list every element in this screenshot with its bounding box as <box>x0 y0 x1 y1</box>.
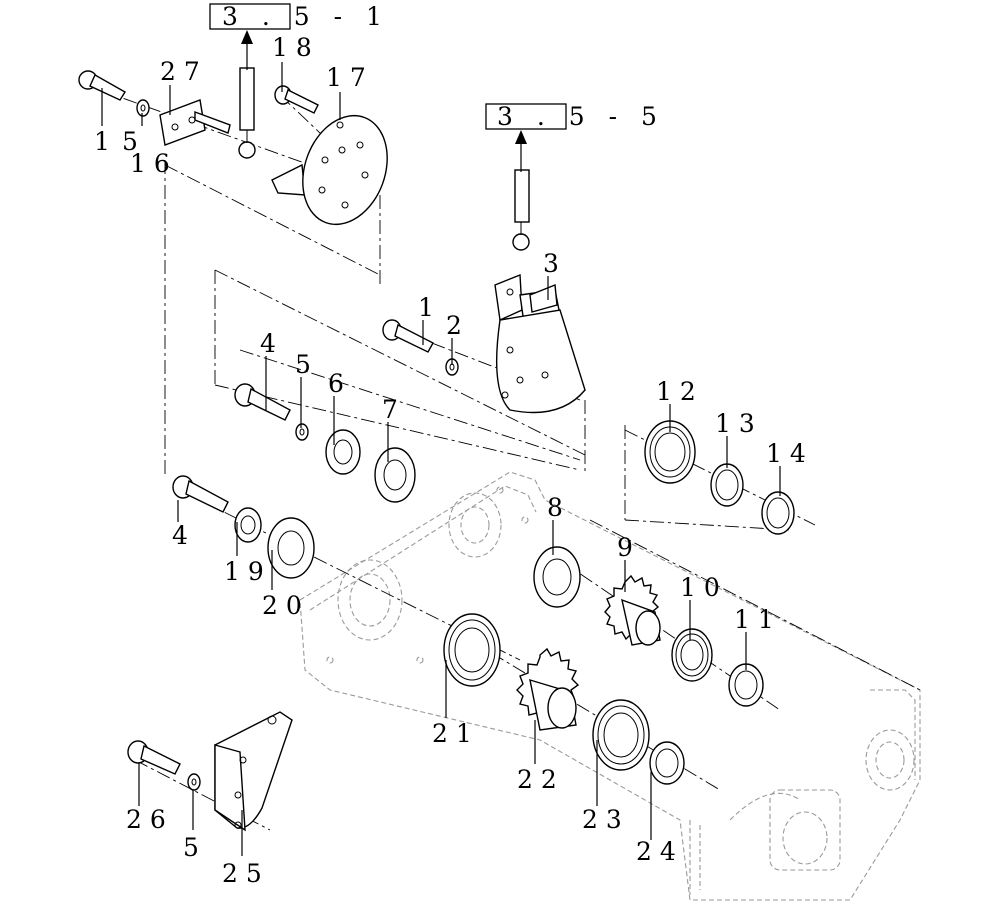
washer-2 <box>445 358 459 376</box>
label-25: 25 <box>222 859 270 888</box>
bearing-6 <box>325 429 361 475</box>
label-19: 19 <box>224 557 272 586</box>
link-rod-top <box>238 67 256 159</box>
sprocket-9 <box>604 574 661 646</box>
bolt-18 <box>274 85 319 114</box>
reference-3-5-5: 3 . 5 - 5 <box>485 102 665 172</box>
label-13: 13 <box>715 409 763 438</box>
bracket-27 <box>159 99 231 146</box>
label-3: 3 <box>543 249 567 278</box>
label-20: 20 <box>262 591 310 620</box>
leader-lines <box>101 62 781 856</box>
sprocket-22 <box>516 647 580 731</box>
label-7: 7 <box>382 395 406 424</box>
label-14: 14 <box>766 439 814 468</box>
label-26: 26 <box>126 805 174 834</box>
washer-5-lower <box>187 773 201 791</box>
label-16: 16 <box>130 149 178 178</box>
label-10: 10 <box>680 573 728 602</box>
label-22: 22 <box>517 765 565 794</box>
plate-17 <box>271 114 388 226</box>
label-6: 6 <box>328 369 352 398</box>
label-8: 8 <box>547 493 571 522</box>
seal-7 <box>374 447 416 503</box>
bolt-1-top <box>78 70 126 101</box>
ring-11 <box>728 663 764 707</box>
label-23: 23 <box>582 805 630 834</box>
label-1-top: 1 <box>94 127 118 156</box>
snap-ring-14 <box>761 491 795 535</box>
label-5-top: 5 <box>122 127 146 156</box>
bearing-23 <box>592 699 650 771</box>
item-numbers: 1 5 16 27 18 17 3 1 2 4 5 6 7 4 19 20 12… <box>94 33 814 888</box>
label-4-lower: 4 <box>172 521 196 550</box>
bearing-10 <box>671 628 713 682</box>
ring-13 <box>710 463 744 507</box>
bolt-4-upper <box>234 383 291 421</box>
reference-3-5-5-text: 3 . 5 - 5 <box>497 102 665 131</box>
seal-20 <box>267 517 315 579</box>
bolt-1-mid <box>382 319 434 353</box>
ring-24 <box>649 741 685 785</box>
link-rod-mid <box>512 169 530 251</box>
label-24: 24 <box>636 837 684 866</box>
reference-3-5-1: 3 . 5 - 1 <box>209 2 390 70</box>
label-27: 27 <box>160 57 208 86</box>
bolt-26 <box>127 740 181 775</box>
label-21: 21 <box>432 719 480 748</box>
gear-housing-outline <box>299 471 921 901</box>
label-2: 2 <box>446 311 470 340</box>
bolt-4-lower <box>172 475 229 513</box>
bracket-3 <box>494 273 586 414</box>
bracket-25 <box>214 711 293 832</box>
bearing-12 <box>644 420 696 484</box>
label-1-mid: 1 <box>418 293 442 322</box>
label-17: 17 <box>326 63 374 92</box>
label-5-mid: 5 <box>295 350 319 379</box>
washer-5-upper <box>295 423 309 441</box>
label-12: 12 <box>656 377 704 406</box>
label-4-upper: 4 <box>260 329 284 358</box>
label-11: 11 <box>734 605 782 634</box>
label-5-lower: 5 <box>183 833 207 862</box>
reference-3-5-1-text: 3 . 5 - 1 <box>222 2 390 31</box>
washer-15 <box>136 99 150 117</box>
bearing-21 <box>443 613 501 687</box>
bearing-19 <box>234 507 262 543</box>
bearing-8 <box>533 546 581 608</box>
label-18: 18 <box>272 33 320 62</box>
label-9: 9 <box>617 533 641 562</box>
